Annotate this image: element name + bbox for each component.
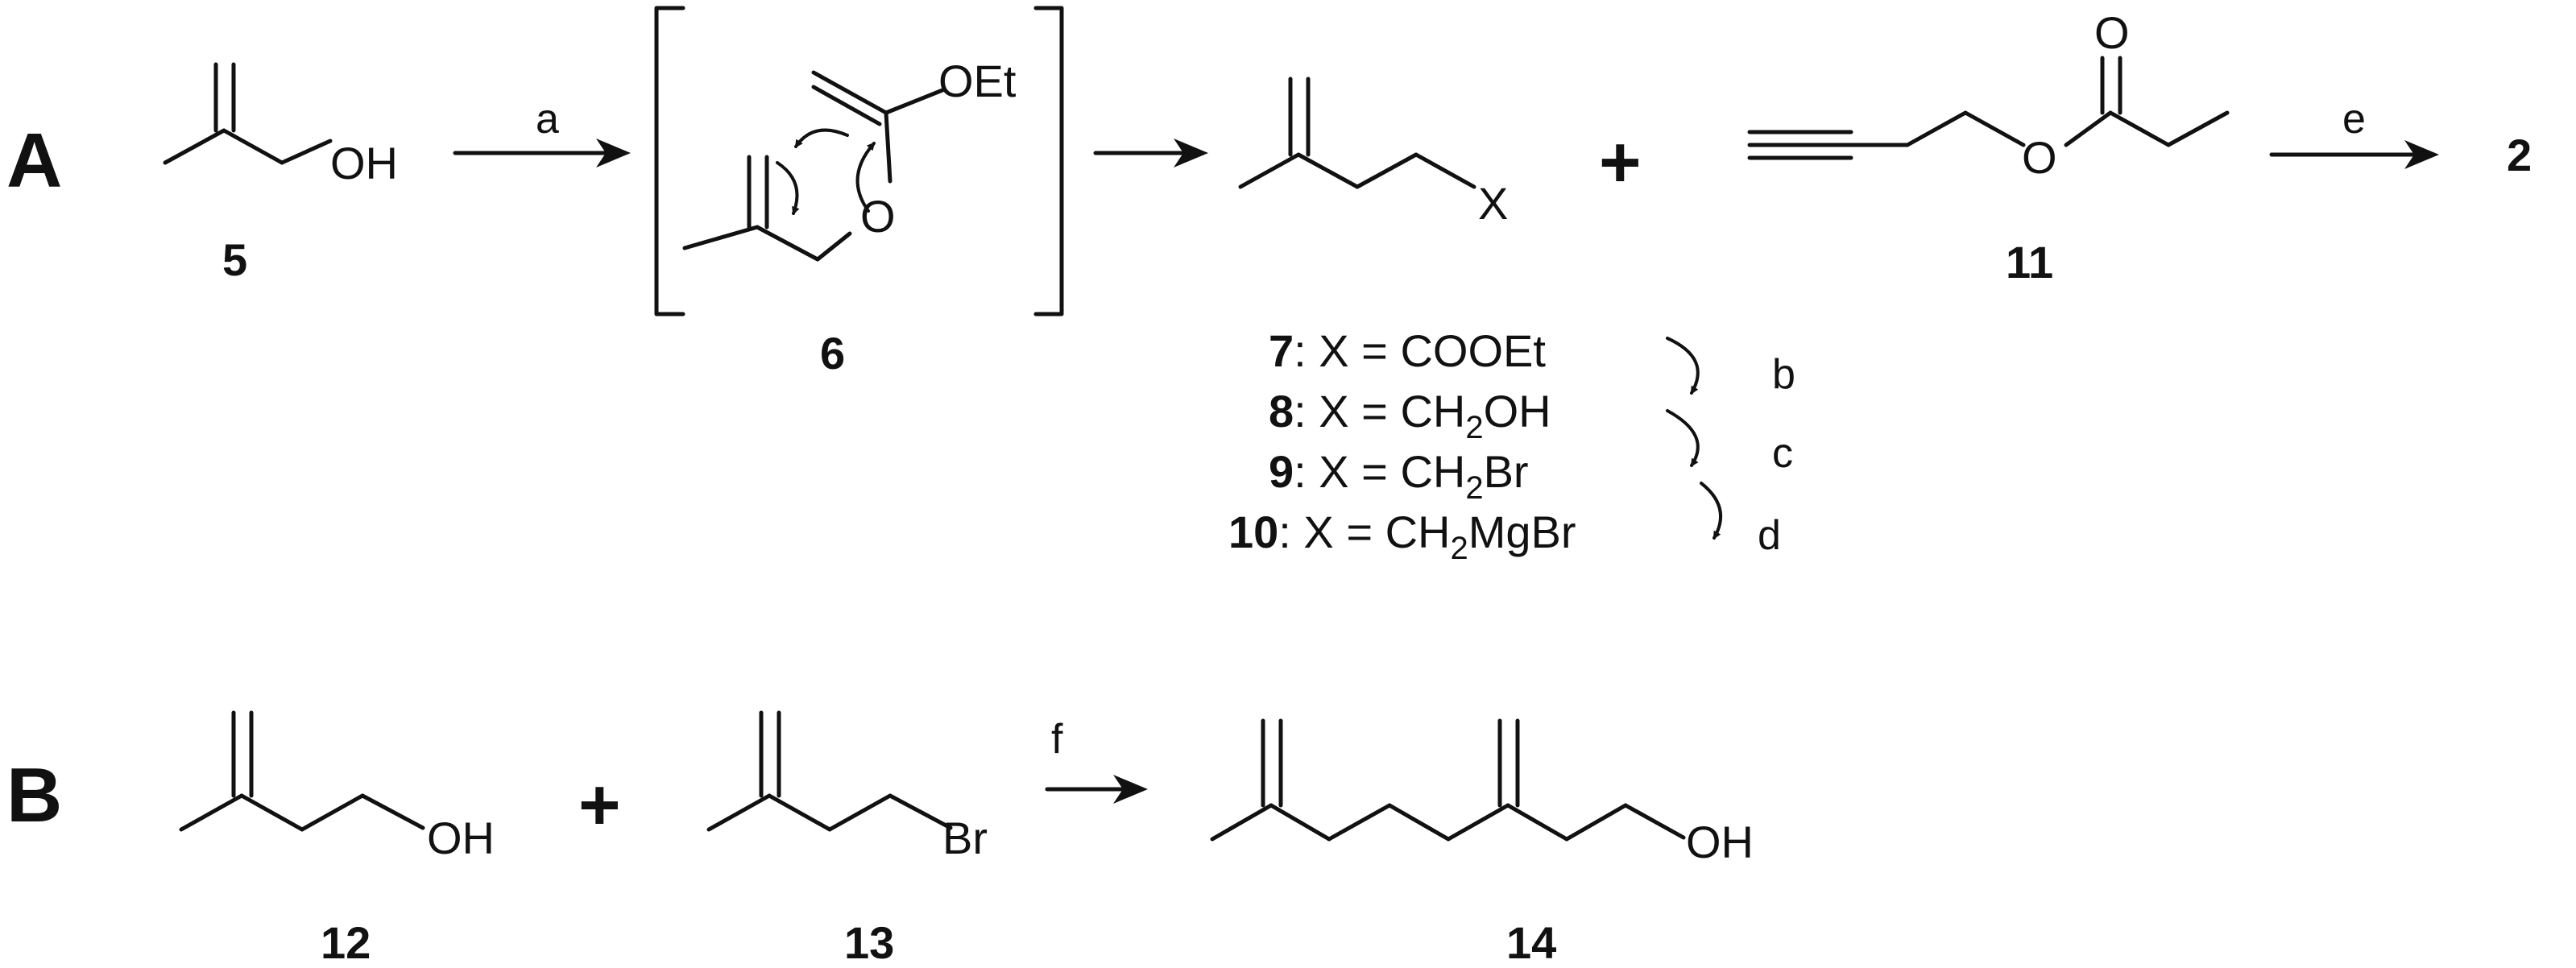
atom-label-x: X [1478, 178, 1508, 229]
series-row-9: 9: X = CH2Br [1269, 446, 1529, 506]
plus-sign-a: + [1599, 122, 1642, 203]
compound-number-11: 11 [2006, 237, 2053, 288]
condition-d: d [1758, 512, 1781, 559]
series-row-10: 10: X = CH2MgBr [1228, 507, 1576, 566]
atom-label-oh-14: OH [1686, 817, 1754, 867]
compound-12-structure: OH [179, 710, 495, 863]
atom-label-o-carbonyl: O [2094, 7, 2130, 58]
arrowhead-e [2404, 140, 2439, 169]
compound-number-5: 5 [222, 234, 247, 285]
condition-e: e [2342, 96, 2366, 143]
bracket-right [1033, 6, 1064, 316]
series-row-8: 8: X = CH2OH [1269, 386, 1551, 445]
bracket-left [654, 6, 685, 316]
atom-label-br: Br [942, 813, 988, 863]
panel-label-a: A [6, 118, 62, 204]
conversion-arrows [1666, 337, 1722, 540]
atom-label-oh: OH [330, 138, 398, 188]
condition-b: b [1772, 351, 1795, 398]
atom-label-oet: OEt [938, 56, 1017, 106]
condition-f: f [1051, 716, 1063, 763]
compound-11-structure: O O [1747, 7, 2230, 183]
intermediate-6-structure: OEt O [682, 56, 1017, 262]
compound-14-structure: OH [1210, 718, 1754, 867]
compound-number-12: 12 [321, 917, 371, 968]
compound-number-13: 13 [844, 917, 894, 968]
arrowhead-f [1113, 775, 1148, 804]
condition-a: a [536, 96, 559, 143]
electron-arrows [776, 128, 876, 215]
compound-number-2: 2 [2507, 130, 2532, 180]
compound-7-10-structure: X [1238, 77, 1508, 229]
condition-c: c [1772, 430, 1793, 477]
compound-5-structure: OH [163, 62, 398, 188]
series-row-7: 7: X = COOEt [1269, 325, 1546, 376]
panel-label-b: B [6, 752, 62, 838]
atom-label-o-ester: O [2022, 132, 2057, 183]
plus-sign-b: + [578, 765, 621, 846]
atom-label-o-ring: O [860, 191, 896, 242]
arrowhead-a [596, 139, 631, 168]
compound-number-6: 6 [820, 328, 845, 379]
derivative-series-list: 7: X = COOEt 8: X = CH2OH 9: X = CH2Br 1… [1228, 325, 1576, 566]
atom-label-oh-12: OH [427, 813, 495, 863]
arrowhead-rearrangement [1174, 139, 1208, 168]
compound-13-structure: Br [706, 710, 988, 863]
compound-number-14: 14 [1506, 917, 1556, 968]
